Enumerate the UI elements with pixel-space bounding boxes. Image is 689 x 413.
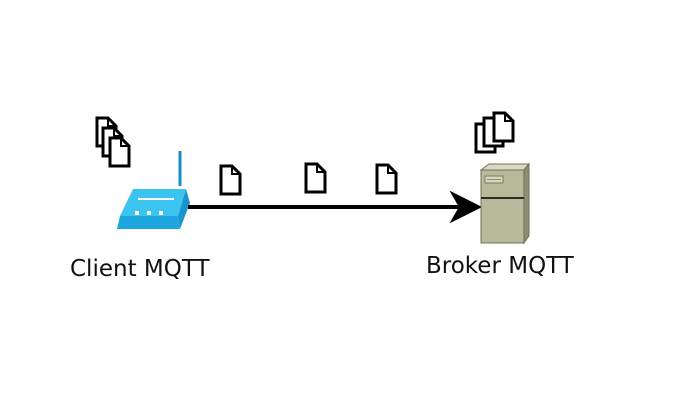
client-label: Client MQTT bbox=[70, 256, 210, 282]
broker-label: Broker MQTT bbox=[426, 253, 574, 279]
message-document-icon bbox=[219, 164, 242, 196]
message-document-icon bbox=[375, 163, 398, 195]
client-document-stack-icon bbox=[95, 116, 131, 168]
broker-document-stack-icon bbox=[474, 111, 515, 154]
connection-arrow bbox=[188, 190, 483, 224]
server-tower-icon bbox=[479, 162, 531, 245]
message-document-icon bbox=[304, 162, 327, 194]
wireless-router-icon bbox=[117, 151, 190, 229]
